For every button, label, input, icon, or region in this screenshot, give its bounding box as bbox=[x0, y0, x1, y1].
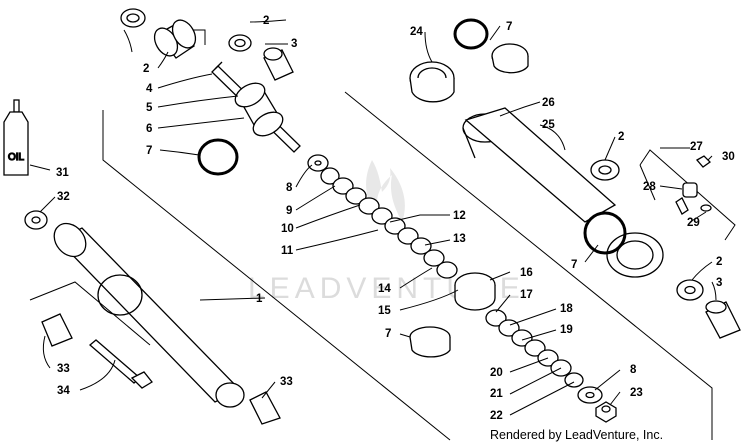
bracket-fasteners bbox=[29, 281, 151, 346]
callout-26: 26 bbox=[542, 97, 555, 109]
callout-33: 33 bbox=[280, 376, 293, 388]
callout-30: 30 bbox=[722, 151, 735, 163]
callout-12: 12 bbox=[453, 210, 466, 222]
sleeve-33-right bbox=[249, 391, 281, 425]
callout-2: 2 bbox=[263, 15, 269, 27]
callout-7: 7 bbox=[385, 328, 391, 340]
eye-spacer bbox=[153, 19, 197, 59]
callout-2: 2 bbox=[618, 131, 624, 143]
bushing-reservoir bbox=[590, 159, 620, 181]
o-ring-29 bbox=[700, 204, 712, 212]
callout-25: 25 bbox=[542, 119, 555, 131]
leader-lines bbox=[29, 19, 717, 416]
valve-parts bbox=[675, 155, 712, 215]
shaft-components bbox=[120, 8, 617, 423]
callout-labels: 2 3 2 4 5 6 7 8 9 10 11 12 13 14 15 16 1… bbox=[56, 15, 735, 422]
reservoir-components bbox=[409, 43, 741, 339]
oil-bottle-label: OIL bbox=[8, 152, 25, 163]
bracket-left bbox=[102, 110, 451, 441]
callout-2: 2 bbox=[716, 256, 722, 268]
callout-15: 15 bbox=[378, 305, 391, 317]
shock-body: OIL bbox=[3, 99, 281, 425]
callout-22: 22 bbox=[490, 410, 503, 422]
callout-9: 9 bbox=[286, 205, 292, 217]
sleeve-33-left bbox=[41, 313, 73, 347]
callout-17: 17 bbox=[520, 289, 533, 301]
bushing-lower-right bbox=[676, 279, 704, 301]
lock-nut bbox=[595, 401, 617, 423]
piston bbox=[454, 272, 496, 311]
callout-18: 18 bbox=[560, 303, 573, 315]
valve-body-28 bbox=[682, 182, 698, 198]
bracket-right bbox=[344, 91, 713, 440]
callout-32: 32 bbox=[57, 191, 70, 203]
callout-21: 21 bbox=[490, 388, 503, 400]
callout-24: 24 bbox=[410, 26, 423, 38]
callout-2: 2 bbox=[143, 63, 149, 75]
lower-shim-stack bbox=[485, 309, 603, 404]
callout-7: 7 bbox=[146, 145, 152, 157]
credit-text: Rendered by LeadVenture, Inc. bbox=[490, 428, 664, 442]
callout-27: 27 bbox=[690, 141, 703, 153]
callout-23: 8 bbox=[630, 364, 637, 376]
callout-7: 7 bbox=[506, 21, 512, 33]
callout-1: 1 bbox=[256, 293, 263, 305]
callout-7: 7 bbox=[571, 259, 577, 271]
seal-head bbox=[234, 82, 284, 137]
callout-31: 31 bbox=[56, 167, 69, 179]
bracket-top bbox=[193, 29, 206, 45]
callout-13: 13 bbox=[453, 233, 466, 245]
ring-top-right bbox=[491, 43, 529, 74]
shim-stack bbox=[307, 154, 458, 279]
reservoir-cap bbox=[409, 61, 455, 103]
reservoir-tube bbox=[464, 107, 617, 223]
reservoir-end bbox=[606, 232, 664, 278]
body-cylinder bbox=[56, 227, 242, 403]
callout-20: 20 bbox=[490, 367, 503, 379]
o-ring-reservoir bbox=[583, 211, 627, 255]
o-ring-left bbox=[197, 138, 239, 176]
callout-10: 10 bbox=[281, 223, 294, 235]
valve-cap-30 bbox=[695, 155, 712, 168]
callout-16: 16 bbox=[520, 267, 533, 279]
callout-19: 19 bbox=[560, 324, 573, 336]
callout-4: 4 bbox=[146, 83, 153, 95]
callout-3: 3 bbox=[291, 38, 297, 50]
bolt-34-head bbox=[130, 371, 153, 389]
oil-bottle: OIL bbox=[3, 99, 29, 176]
bushing-top-right bbox=[228, 34, 252, 52]
callout-14: 14 bbox=[378, 283, 391, 295]
callout-6: 6 bbox=[146, 123, 152, 135]
sleeve-lower-right bbox=[705, 300, 741, 339]
callout-34: 34 bbox=[57, 385, 70, 397]
callout-29: 29 bbox=[687, 217, 700, 229]
bushing-top-left bbox=[120, 8, 146, 28]
bushing-32 bbox=[24, 210, 48, 230]
piston-ring bbox=[409, 326, 451, 358]
callout-8: 23 bbox=[630, 387, 643, 399]
callout-5: 5 bbox=[146, 102, 153, 114]
callout-28: 28 bbox=[643, 181, 656, 193]
callout-33: 33 bbox=[57, 363, 70, 375]
callout-8: 8 bbox=[286, 182, 293, 194]
callout-3: 3 bbox=[716, 277, 722, 289]
callout-11: 11 bbox=[281, 245, 294, 257]
bracket-valve-side bbox=[639, 164, 656, 201]
o-ring-top-right bbox=[453, 18, 489, 50]
sleeve-top bbox=[263, 47, 294, 81]
